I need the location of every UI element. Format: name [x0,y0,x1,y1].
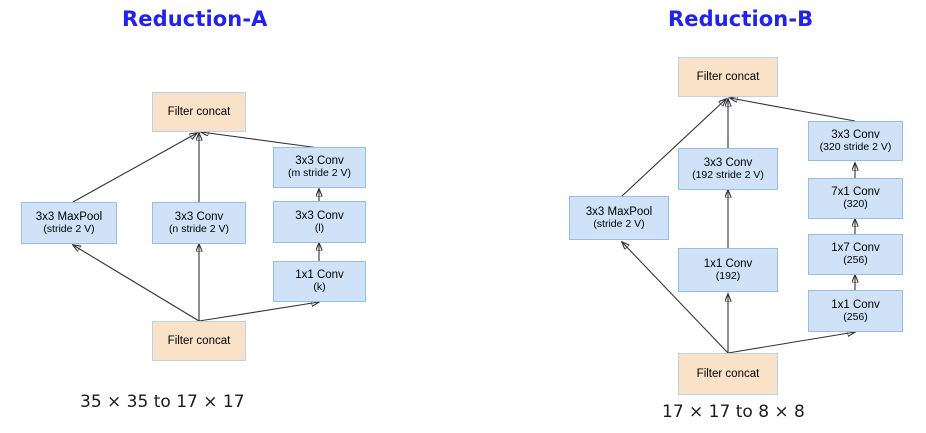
node-label-line2: (256) [843,310,868,323]
node-label-line1: Filter concat [167,334,231,347]
node-label-line2: (n stride 2 V) [168,222,230,235]
node-label-line1: 7x1 Conv [831,186,880,199]
node-label-line2: (256) [843,254,868,267]
node-b-mid-3x3-conv-192[interactable]: 3x3 Conv (192 stride 2 V) [678,148,778,190]
panel-title-reduction-a: Reduction-A [122,7,268,31]
edge-3x3-320-to-topconcat [730,98,856,122]
edge-concat-to-1x1-256 [727,332,855,354]
node-label-line2: (320) [843,198,868,211]
node-label-line1: 1x1 Conv [831,298,880,311]
panel-caption-reduction-b: 17 × 17 to 8 × 8 [662,402,805,422]
node-label-line1: Filter concat [696,367,760,380]
node-a-bottom-filter-concat[interactable]: Filter concat [152,321,246,361]
node-label-line2: (m stride 2 V) [287,167,351,180]
edge-concat-to-1x1k [198,302,319,322]
node-a-maxpool[interactable]: 3x3 MaxPool (stride 2 V) [21,202,117,244]
node-b-maxpool[interactable]: 3x3 MaxPool (stride 2 V) [569,196,669,240]
panel-caption-reduction-a: 35 × 35 to 17 × 17 [80,392,245,412]
node-label-line1: Filter concat [167,105,231,118]
node-label-line1: 1x1 Conv [295,269,344,282]
node-label-line2: (192) [715,269,741,282]
node-a-top-filter-concat[interactable]: Filter concat [152,92,246,132]
node-b-mid-1x1-conv-192[interactable]: 1x1 Conv (192) [678,248,778,292]
node-b-right-1x7-conv-256[interactable]: 1x7 Conv (256) [808,234,903,275]
node-label-line1: 3x3 Conv [295,155,344,168]
node-label-line1: 1x7 Conv [831,242,880,255]
node-label-line1: 3x3 Conv [831,128,880,141]
node-label-line1: Filter concat [696,70,760,83]
edge-maxpool-to-topconcat [72,133,197,203]
node-b-bottom-filter-concat[interactable]: Filter concat [678,353,778,395]
node-a-right-1x1-conv-k[interactable]: 1x1 Conv (k) [273,261,366,302]
node-label-line1: 3x3 MaxPool [35,210,103,223]
node-label-line1: 3x3 Conv [295,209,344,222]
node-label-line1: 1x1 Conv [703,257,753,270]
node-b-right-7x1-conv-320[interactable]: 7x1 Conv (320) [808,178,903,219]
node-b-right-3x3-conv-320[interactable]: 3x3 Conv (320 stride 2 V) [808,121,903,161]
node-label-line2: (stride 2 V) [593,217,645,230]
edge-3x3m-to-topconcat [201,132,320,149]
node-label-line1: 3x3 Conv [174,210,224,223]
node-label-line2: (l) [314,221,325,234]
node-b-top-filter-concat[interactable]: Filter concat [678,57,778,97]
node-label-line2: (192 stride 2 V) [692,168,764,181]
node-a-right-3x3-conv-m[interactable]: 3x3 Conv (m stride 2 V) [273,147,366,188]
panel-title-reduction-b: Reduction-B [668,7,814,31]
node-a-right-3x3-conv-l[interactable]: 3x3 Conv (l) [273,201,366,243]
edge-concat-to-maxpool [73,245,200,322]
node-label-line2: (stride 2 V) [43,222,95,235]
node-b-right-1x1-conv-256[interactable]: 1x1 Conv (256) [808,290,903,332]
node-label-line1: 3x3 MaxPool [585,205,653,218]
node-label-line2: (k) [313,281,326,294]
node-label-line2: (320 stride 2 V) [819,140,892,153]
node-label-line1: 3x3 Conv [703,156,753,169]
node-a-mid-3x3-conv[interactable]: 3x3 Conv (n stride 2 V) [152,202,246,244]
